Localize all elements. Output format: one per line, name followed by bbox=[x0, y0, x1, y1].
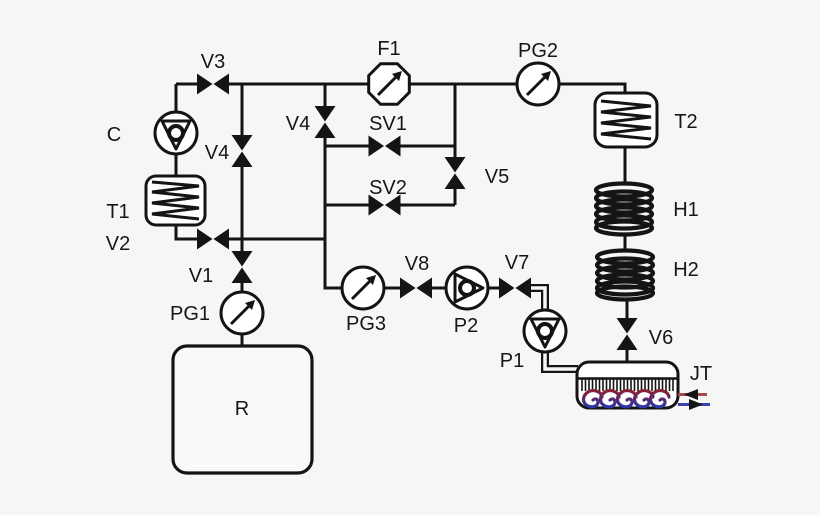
hot-inlet-arrow-icon bbox=[684, 389, 698, 400]
coil-h2 bbox=[594, 248, 656, 302]
label-v3: V3 bbox=[201, 51, 225, 73]
gauge-pg2-icon bbox=[515, 61, 561, 107]
valve-v4-left-icon bbox=[231, 135, 253, 167]
label-r: R bbox=[235, 398, 249, 420]
valve-v8-icon bbox=[400, 277, 432, 299]
pump-p1-icon bbox=[522, 308, 568, 354]
coil-t1 bbox=[144, 174, 207, 227]
label-v5: V5 bbox=[485, 166, 509, 188]
label-v4-left: V4 bbox=[205, 142, 229, 164]
jt-fin-comb bbox=[581, 379, 674, 391]
reservoir-r bbox=[171, 344, 314, 475]
label-sv2: SV2 bbox=[369, 177, 407, 199]
label-c: C bbox=[107, 124, 121, 146]
label-v8: V8 bbox=[405, 253, 429, 275]
valve-v6-icon bbox=[616, 318, 638, 350]
heater-column-pipe bbox=[623, 147, 629, 363]
valve-v4-right-icon bbox=[314, 106, 336, 138]
t1-coil-icon bbox=[151, 180, 200, 221]
solenoid-branch-pipe bbox=[323, 84, 344, 290]
label-p2: P2 bbox=[454, 315, 478, 337]
valve-v1-icon bbox=[231, 251, 253, 283]
label-f1: F1 bbox=[377, 38, 400, 60]
main-header-pipe bbox=[176, 82, 627, 94]
label-jt: JT bbox=[690, 363, 712, 385]
pipe-network bbox=[174, 82, 629, 373]
h1-coil-icon bbox=[593, 181, 655, 237]
compressor-c-icon bbox=[153, 110, 199, 156]
label-pg3: PG3 bbox=[346, 313, 386, 335]
valve-v7-icon bbox=[499, 277, 531, 299]
jt-heat-exchanger bbox=[575, 360, 710, 410]
label-v6: V6 bbox=[649, 327, 673, 349]
cold-outlet-arrow-icon bbox=[689, 399, 703, 410]
valve-sv1-icon bbox=[368, 135, 401, 157]
label-t2: T2 bbox=[674, 111, 697, 133]
h2-coil-icon bbox=[594, 248, 656, 302]
label-h1: H1 bbox=[673, 199, 699, 221]
gauge-pg3-icon bbox=[340, 265, 386, 311]
t2-coil-icon bbox=[600, 99, 652, 141]
label-p1: P1 bbox=[500, 350, 524, 372]
label-v1: V1 bbox=[189, 265, 213, 287]
valve-v5-icon bbox=[444, 157, 466, 189]
label-v7: V7 bbox=[505, 252, 529, 274]
coil-t2 bbox=[593, 91, 659, 149]
v2-return-pipe bbox=[174, 225, 325, 241]
valve-v2-icon bbox=[197, 228, 229, 250]
valve-v3-icon bbox=[197, 73, 229, 95]
label-v4-right: V4 bbox=[286, 113, 310, 135]
label-pg1: PG1 bbox=[170, 303, 210, 325]
flow-meter-f1-icon bbox=[367, 62, 411, 106]
label-v2: V2 bbox=[106, 233, 130, 255]
label-pg2: PG2 bbox=[518, 40, 558, 62]
pump-p2-icon bbox=[444, 265, 490, 311]
reservoir-vessel bbox=[171, 344, 314, 475]
coil-h1 bbox=[593, 181, 655, 237]
label-h2: H2 bbox=[673, 259, 699, 281]
gauge-pg1-icon bbox=[219, 290, 265, 336]
label-t1: T1 bbox=[106, 201, 129, 223]
label-sv1: SV1 bbox=[369, 113, 407, 135]
